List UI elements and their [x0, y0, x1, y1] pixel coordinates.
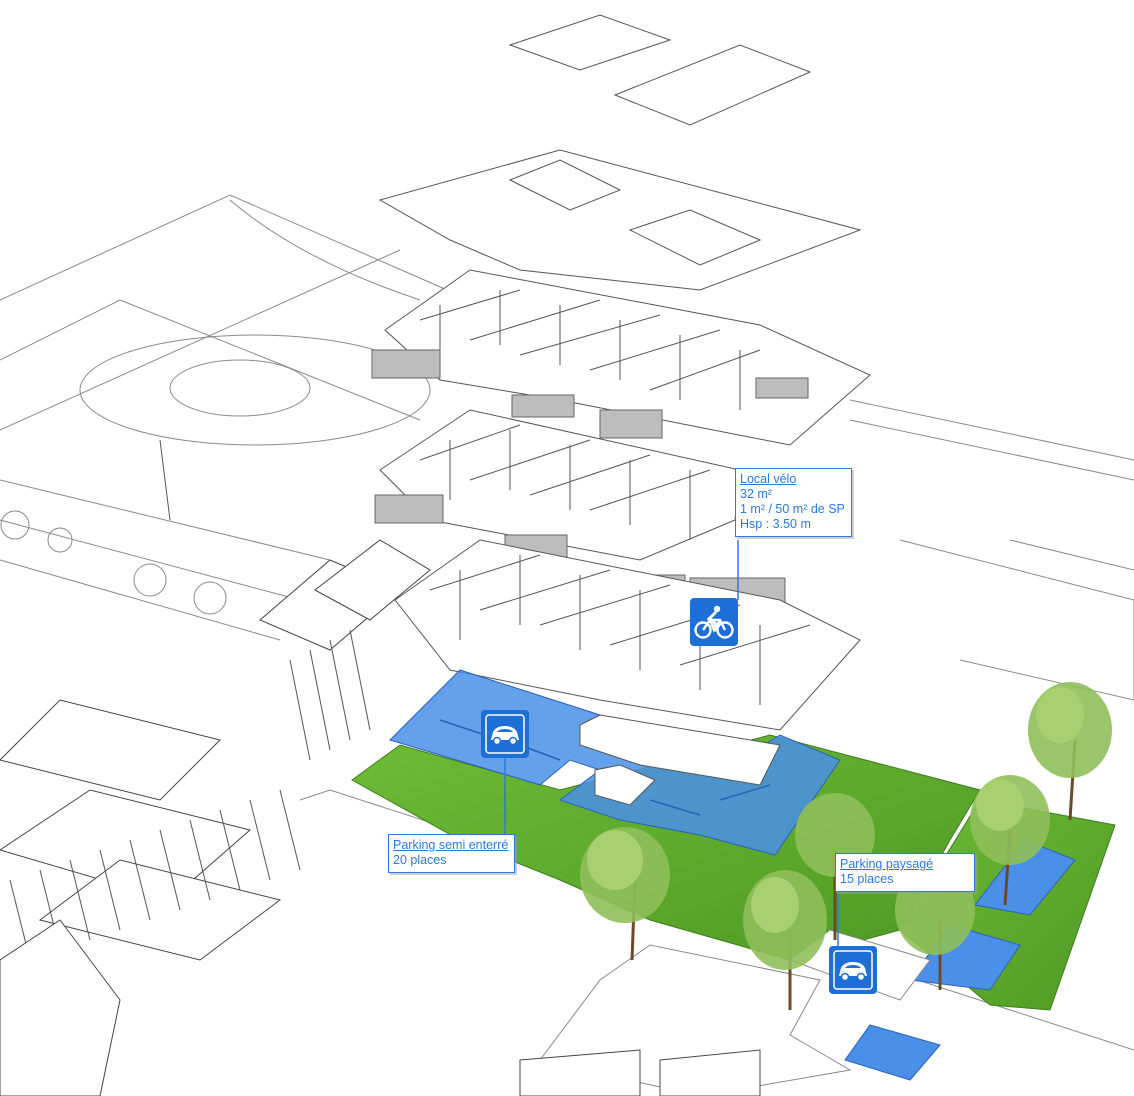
- semi-underground-parking-callout: Parking semi enterré 20 places: [388, 834, 516, 873]
- tree: [580, 827, 670, 961]
- landscape-parking-badge: [829, 946, 877, 994]
- landscape-parking-count: 15 places: [840, 872, 894, 886]
- roof-level: [378, 14, 862, 291]
- landscape-parking-title: Parking paysagé: [840, 857, 934, 871]
- landscape-parking-callout: Parking paysagé 15 places: [835, 853, 975, 892]
- semi-underground-parking-count: 20 places: [393, 853, 447, 867]
- semi-underground-parking-title: Parking semi enterré: [393, 838, 509, 852]
- upper-floor-plan: [371, 269, 871, 446]
- bike-storage-title: Local vélo: [740, 472, 797, 486]
- tree: [970, 775, 1050, 906]
- bike-storage-badge: [690, 598, 738, 646]
- semi-underground-parking-badge: [481, 710, 529, 758]
- site-context-lines: [0, 194, 1134, 1051]
- tree: [743, 870, 827, 1010]
- bicycle-icon: [694, 605, 734, 639]
- neighbouring-buildings: [0, 539, 761, 1096]
- car-icon: [833, 950, 873, 990]
- bike-storage-area: 32 m²: [740, 487, 772, 501]
- bike-storage-height: Hsp : 3.50 m: [740, 517, 811, 531]
- car-icon: [485, 714, 525, 754]
- callout-leaders: [504, 540, 839, 948]
- bike-storage-callout: Local vélo 32 m² 1 m² / 50 m² de SP Hsp …: [735, 468, 852, 537]
- bike-storage-ratio: 1 m² / 50 m² de SP: [740, 502, 845, 516]
- tree: [1028, 682, 1112, 821]
- trees: [580, 682, 1112, 1010]
